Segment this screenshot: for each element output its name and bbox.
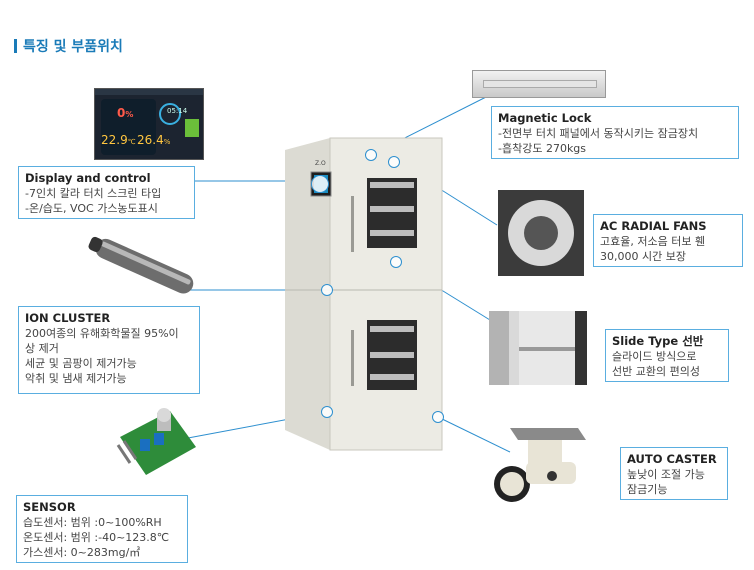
callout-caster-line: 잠금기능 [627,483,668,496]
callout-auto-caster: AUTO CASTER 높낮이 조절 가능 잠금기능 [620,447,728,500]
display-time: 05:14 [167,107,188,115]
callout-lock-line: -흡착강도 270kgs [498,142,587,155]
marker-lock [365,149,377,161]
callout-slide-shelf: Slide Type 선반 슬라이드 방식으로 선반 교환의 편의성 [605,329,729,382]
callout-caster-title: AUTO CASTER [627,452,717,466]
display-humidity: 26.4% [137,133,171,147]
callout-slide-line: 선반 교환의 편의성 [612,365,700,378]
display-pct: 0% [117,106,134,120]
title-bar-icon [14,39,17,53]
section-title: 특징 및 부품위치 [14,36,123,56]
callout-display-line: -7인치 칼라 터치 스크린 타입 [25,187,162,200]
marker-ion [321,284,333,296]
display-screen-image: 0% 05:14 22.9℃ 26.4% [94,88,204,160]
callout-sensor-line: 온도센서: 범위 :-40~123.8℃ [23,531,170,544]
marker-caster [432,411,444,423]
callout-slide-title: Slide Type 선반 [612,334,704,348]
ion-cluster-image [88,236,194,294]
caster-image [494,428,586,502]
callout-ac-radial-fans: AC RADIAL FANS 고효율, 저소음 터보 휀 30,000 시간 보… [593,214,743,267]
callout-magnetic-lock: Magnetic Lock -전면부 터치 패널에서 동작시키는 잠금장치 -흡… [491,106,739,159]
marker-fans [388,156,400,168]
callout-display-line: -온/습도, VOC 가스농도표시 [25,202,158,215]
callout-sensor-line: 가스센서: 0~283mg/㎥ [23,546,141,559]
callout-ion-title: ION CLUSTER [25,311,111,325]
callout-slide-line: 슬라이드 방식으로 [612,350,697,363]
callout-sensor-title: SENSOR [23,500,76,514]
marker-display [311,175,329,193]
callout-ion-line: 악취 및 냄새 제거가능 [25,372,127,385]
section-title-text: 특징 및 부품위치 [23,39,123,55]
display-green-button-icon [185,119,199,137]
callout-ion-line: 세균 및 곰팡이 제거가능 [25,357,137,370]
marker-sensor [321,406,333,418]
callout-lock-line: -전면부 터치 패널에서 동작시키는 잠금장치 [498,127,699,140]
gauge-icon [159,103,181,125]
cabinet-logo: Z.O [315,160,326,167]
slide-shelf-image [489,311,587,385]
callout-caster-line: 높낮이 조절 가능 [627,468,705,481]
callout-display-title: Display and control [25,171,151,185]
callout-display: Display and control -7인치 칼라 터치 스크린 타입 -온… [18,166,195,219]
marker-slide [390,256,402,268]
cabinet-illustration: Z.O [285,137,443,451]
callout-fans-line: 30,000 시간 보장 [600,250,686,263]
sensor-board-image [116,408,196,475]
callout-ion-line: 200여종의 유해화학물질 95%이 [25,327,179,340]
callout-ion-cluster: ION CLUSTER 200여종의 유해화학물질 95%이 상 제거 세균 및… [18,306,200,394]
callout-fans-line: 고효율, 저소음 터보 휀 [600,235,706,248]
callout-sensor-line: 습도센서: 범위 :0~100%RH [23,516,162,529]
callout-lock-title: Magnetic Lock [498,111,592,125]
callout-ion-line: 상 제거 [25,342,59,355]
magnetic-lock-image [472,70,606,98]
callout-sensor: SENSOR 습도센서: 범위 :0~100%RH 온도센서: 범위 :-40~… [16,495,188,563]
display-temp: 22.9℃ [101,133,136,147]
radial-fan-image [498,190,584,276]
callout-fans-title: AC RADIAL FANS [600,219,707,233]
